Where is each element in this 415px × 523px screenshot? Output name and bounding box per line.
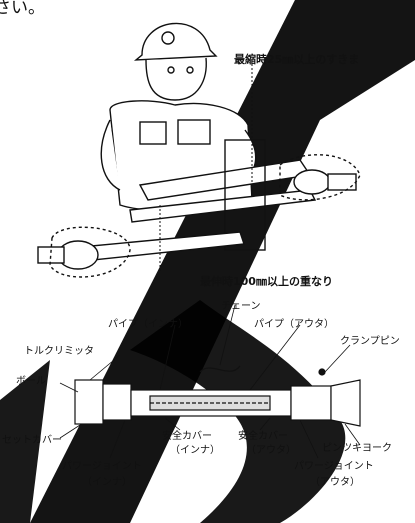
safety-cover-outer-label-1: 安全カバー xyxy=(238,431,288,442)
shaft-cross-section xyxy=(74,365,361,427)
helmet-emblem xyxy=(161,31,175,45)
set-cover-label: セットカバー xyxy=(2,435,62,446)
power-joint-outer-label-1: パワージョイント xyxy=(294,461,374,472)
helmet-icon xyxy=(133,22,218,61)
overlap-label: 最伸時100㎜以上の重なり xyxy=(200,275,333,288)
power-joint-inner-label-1: パワージョイント xyxy=(62,461,142,472)
intro-text-fragment: さい。 xyxy=(0,0,45,18)
safety-cover-inner-label-1: 安全カバー xyxy=(162,431,212,442)
safety-cover-outer-label-2: （アウタ） xyxy=(246,445,296,456)
torque-limiter-label: トルクリミッタ xyxy=(24,346,94,357)
power-joint-inner-label-2: （インナ） xyxy=(82,477,132,488)
safety-cover-inner-label-2: （インナ） xyxy=(170,445,220,456)
power-joint-outer-label-2: （アウタ） xyxy=(310,477,360,488)
pocket xyxy=(139,121,167,145)
clamp-pin-label: クランプピン xyxy=(340,336,400,347)
worker-face xyxy=(145,57,207,101)
pipe-outer-label: パイプ（アウタ） xyxy=(254,319,334,330)
ball-label: ボール xyxy=(16,376,46,387)
gap-label: 最縮時25㎜以上のすきま xyxy=(234,53,360,66)
pocket xyxy=(177,119,211,145)
chain-label: チェーン xyxy=(221,301,261,312)
pipe-inner-label: パイプ（インナ） xyxy=(108,319,188,330)
pin-yoke-label: ピンツキヨーク xyxy=(322,443,392,454)
